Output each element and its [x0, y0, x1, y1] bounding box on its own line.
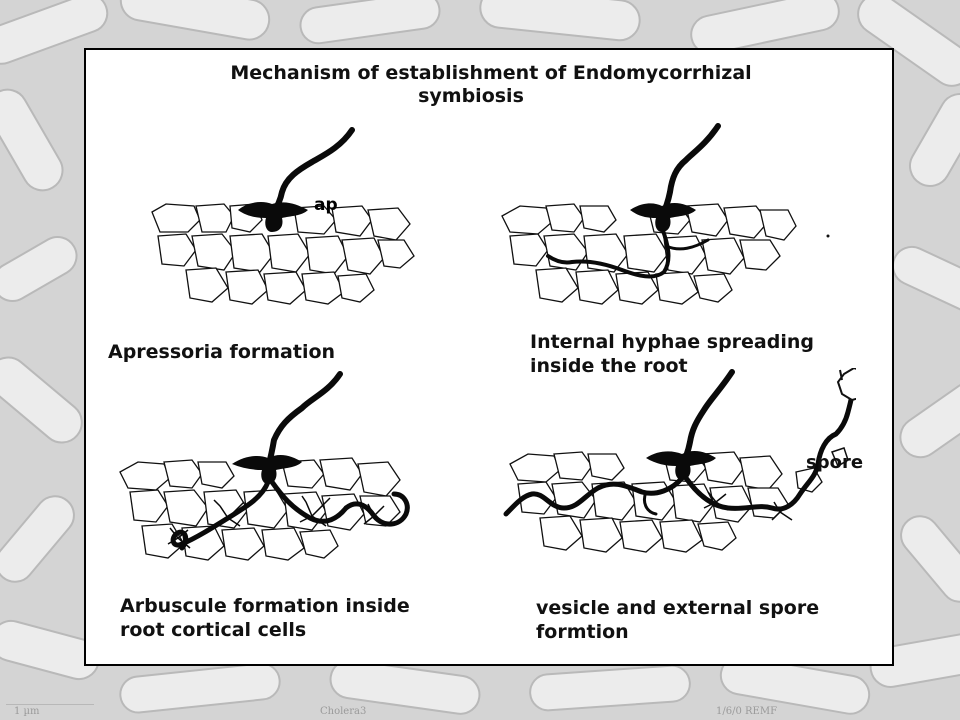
ap-label: ap	[314, 195, 338, 215]
scale-bar	[6, 704, 94, 705]
caption-vesicle-spore-line2: formtion	[536, 621, 629, 643]
panel-arbuscule	[119, 371, 410, 561]
root-cells-3	[119, 457, 401, 561]
hypha-internal	[546, 123, 721, 279]
caption-arbuscule-line2: root cortical cells	[120, 619, 307, 641]
title-line-2: symbiosis	[418, 85, 524, 107]
root-cells	[151, 203, 415, 305]
panel-internal-hyphae	[501, 123, 830, 305]
spore-label: spore	[806, 452, 864, 473]
hypha-appressorium	[238, 127, 355, 232]
scale-label: 1 µm	[14, 706, 40, 717]
caption-internal-hyphae: Internal hyphae spreading inside the roo…	[530, 330, 814, 378]
root-cells-2	[501, 203, 797, 305]
root-cells-4	[509, 451, 823, 553]
image-info: 1/6/0 REMF	[716, 706, 778, 717]
arbuscule-branches	[167, 495, 387, 549]
caption-internal-hyphae-line1: Internal hyphae spreading	[530, 331, 814, 353]
arbuscule-branches-4	[703, 491, 793, 521]
diagram-title: Mechanism of establishment of Endomycorr…	[86, 62, 896, 108]
speck-dot	[826, 234, 830, 238]
spore	[836, 368, 856, 402]
caption-vesicle-spore: vesicle and external spore formtion	[536, 596, 819, 644]
panel-vesicle-spore	[503, 368, 856, 553]
panel-appressoria: ap	[151, 127, 415, 305]
hypha-arbuscules	[167, 371, 410, 551]
image-name: Cholera3	[320, 706, 367, 717]
caption-arbuscule: Arbuscule formation inside root cortical…	[120, 594, 410, 642]
micrograph-footer: 1 µm Cholera3 1/6/0 REMF	[0, 700, 960, 720]
hypha-vesicle-spore	[503, 368, 856, 521]
caption-vesicle-spore-line1: vesicle and external spore	[536, 597, 820, 619]
caption-internal-hyphae-line2: inside the root	[530, 355, 688, 377]
caption-appressoria-line1: Apressoria formation	[108, 341, 336, 363]
diagram-frame: Mechanism of establishment of Endomycorr…	[84, 48, 894, 666]
caption-arbuscule-line1: Arbuscule formation inside	[120, 595, 410, 617]
caption-appressoria: Apressoria formation	[108, 340, 335, 364]
title-line-1: Mechanism of establishment of Endomycorr…	[230, 62, 752, 84]
